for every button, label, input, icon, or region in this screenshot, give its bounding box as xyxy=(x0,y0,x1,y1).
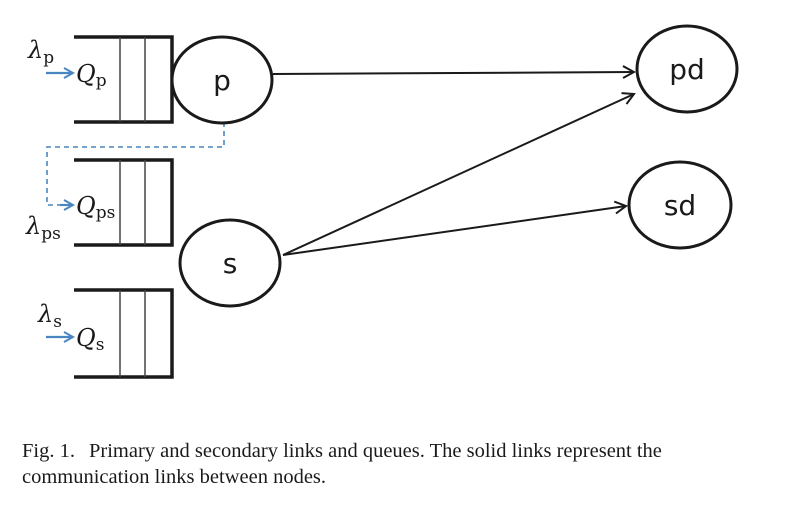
queue-ps xyxy=(74,158,174,247)
node-s: s xyxy=(178,218,282,308)
figure-number: Fig. 1. xyxy=(22,440,75,462)
queue-ps-outline xyxy=(74,158,174,247)
dashed-link-p-to-qps xyxy=(46,122,225,206)
node-p-label: p xyxy=(213,64,231,97)
node-pd: pd xyxy=(635,24,739,114)
queue-p-arrival: λp Qp xyxy=(27,36,107,91)
node-s-label: s xyxy=(223,247,238,280)
network-diagram: λp Qp Qps λps λs Qs p s pd xyxy=(25,24,739,379)
queue-label-ps: Qps xyxy=(76,192,115,223)
link-s-to-sd xyxy=(282,206,626,256)
arrival-rate-ps: λps xyxy=(25,212,61,244)
link-p-to-pd xyxy=(272,72,634,74)
queue-s-arrival: λs Qs xyxy=(37,300,104,355)
caption-text: Primary and secondary links and queues. … xyxy=(22,440,662,488)
node-p: p xyxy=(170,35,274,125)
arrival-rate-p: λp xyxy=(27,36,54,68)
node-sd-label: sd xyxy=(664,189,696,222)
figure-caption: Fig. 1.Primary and secondary links and q… xyxy=(22,438,782,490)
arrival-rate-s: λs xyxy=(37,300,62,332)
node-sd: sd xyxy=(627,160,733,250)
link-s-to-pd xyxy=(282,94,634,256)
queue-label-s: Qs xyxy=(76,324,104,355)
queue-label-p: Qp xyxy=(76,60,107,91)
node-pd-label: pd xyxy=(669,53,705,86)
queue-s xyxy=(74,288,174,379)
queue-ps-arrival: Qps λps xyxy=(25,122,225,244)
queue-s-outline xyxy=(74,288,174,379)
